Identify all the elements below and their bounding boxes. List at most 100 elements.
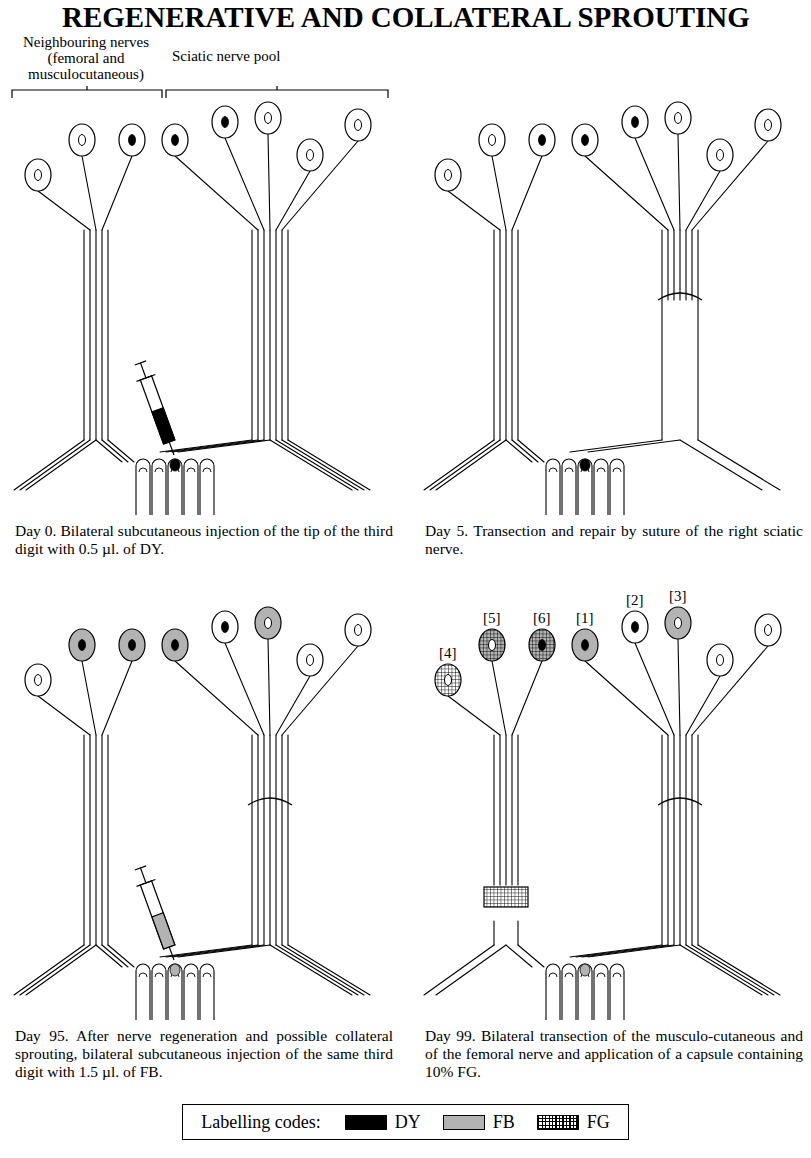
- neuron-outline: [212, 106, 238, 138]
- legend-text: FG: [587, 1111, 610, 1133]
- nerve-branch: [512, 440, 538, 462]
- nerve-branch: [102, 945, 128, 967]
- digit-outline: [152, 459, 166, 515]
- nerve-sheath: [107, 230, 108, 440]
- axon-line: [691, 230, 692, 300]
- neuron-body: [529, 124, 555, 156]
- syringe-plunger: [135, 866, 146, 870]
- legend-row: Labelling codes:DYFBFG: [0, 1104, 811, 1140]
- panel-caption: Day 99. Bilateral transection of the mus…: [425, 1027, 803, 1081]
- nerve-branch: [282, 440, 364, 490]
- group-label: Neighbouring nerves (femoral and musculo…: [10, 34, 162, 82]
- digit-nail: [203, 468, 211, 472]
- nerve-branch: [20, 945, 90, 995]
- neuron-nucleus: [765, 625, 772, 636]
- axon-line: [492, 661, 506, 735]
- neuron-outline: [755, 109, 781, 141]
- axon-line: [275, 230, 276, 440]
- group-bracket: [166, 86, 388, 98]
- callout-number: [3]: [669, 588, 687, 604]
- digit-nail: [139, 973, 147, 977]
- nerve-branch: [166, 945, 258, 957]
- neuron-nucleus: [632, 622, 639, 633]
- neuron-outline: [665, 102, 691, 134]
- nerve-branch: [680, 440, 762, 490]
- neuron-outline: [69, 629, 95, 661]
- nerve-branch: [178, 945, 270, 957]
- axon-line: [263, 735, 264, 945]
- axon-line: [685, 230, 686, 300]
- suture-line: [248, 798, 292, 805]
- digit-outline: [610, 964, 624, 1020]
- neuron-outline: [255, 102, 281, 134]
- nerve-branch: [160, 440, 252, 452]
- nerve-branch: [26, 440, 96, 490]
- neuron-nucleus: [355, 120, 362, 131]
- neuron-nucleus: [265, 618, 272, 629]
- nerve-branch: [288, 945, 370, 995]
- neuron-nucleus: [172, 135, 179, 146]
- axon-line: [678, 134, 680, 230]
- digit-nail: [565, 468, 573, 472]
- neuron-body: [212, 106, 238, 138]
- callout-number: [5]: [483, 610, 501, 626]
- callout-number: [6]: [533, 610, 551, 626]
- axon-line: [257, 230, 258, 440]
- neuron-body: [162, 124, 188, 156]
- axon-line: [499, 735, 500, 885]
- nerve-branch: [108, 440, 134, 462]
- nerve-sheath: [287, 230, 288, 440]
- axon-line: [257, 735, 258, 945]
- nerve-sheath: [661, 735, 662, 945]
- axon-line: [635, 643, 674, 735]
- axon-line: [667, 735, 668, 945]
- neuron-body: [119, 124, 145, 156]
- neuron-outline: [665, 607, 691, 639]
- neuron-nucleus: [307, 655, 314, 666]
- neuron-outline: [755, 614, 781, 646]
- neuron-nucleus: [307, 150, 314, 161]
- legend-text: FB: [493, 1111, 515, 1133]
- nerve-sheath: [697, 230, 698, 440]
- nerve-branch: [102, 440, 128, 462]
- nerve-sheath: [517, 735, 518, 885]
- axon-line: [679, 735, 680, 945]
- neuron-hatch: [435, 664, 461, 696]
- axon-line: [673, 735, 674, 945]
- nerve-branch: [424, 440, 494, 490]
- digit-outline: [168, 459, 182, 515]
- neuron-outline: [345, 109, 371, 141]
- nerve-sheath: [251, 735, 252, 945]
- nerve-branch: [282, 945, 364, 995]
- neuron-body: [572, 124, 598, 156]
- neuron-body: [212, 611, 238, 643]
- neuron-outline: [212, 611, 238, 643]
- nerve-sheath: [493, 921, 494, 945]
- neuron-nucleus: [172, 640, 179, 651]
- nerve-branch: [436, 945, 506, 995]
- digit-outline: [594, 964, 608, 1020]
- axon-line: [512, 661, 542, 735]
- neuron-nucleus: [582, 135, 589, 146]
- neuron-body: [479, 629, 505, 661]
- neuron-outline: [435, 159, 461, 191]
- digit-outline: [578, 964, 592, 1020]
- panel-caption: Day 95. After nerve regeneration and pos…: [15, 1027, 393, 1081]
- neuron-outline: [572, 629, 598, 661]
- syringe: [131, 359, 183, 458]
- neuron-nucleus: [35, 170, 42, 181]
- axon-line: [95, 230, 96, 440]
- nerve-branch: [26, 945, 96, 995]
- legend-swatch: [537, 1115, 579, 1130]
- axon-line: [38, 191, 90, 230]
- nerve-branch: [424, 945, 494, 995]
- nerve-branch: [588, 945, 680, 957]
- neuron-body: [25, 159, 51, 191]
- axon-line: [678, 639, 680, 735]
- neuron-nucleus: [445, 675, 452, 686]
- axon-line: [263, 230, 264, 440]
- neuron-outline: [529, 124, 555, 156]
- neuron-body: [622, 611, 648, 643]
- nerve-sheath: [493, 230, 494, 440]
- neuron-body: [665, 607, 691, 639]
